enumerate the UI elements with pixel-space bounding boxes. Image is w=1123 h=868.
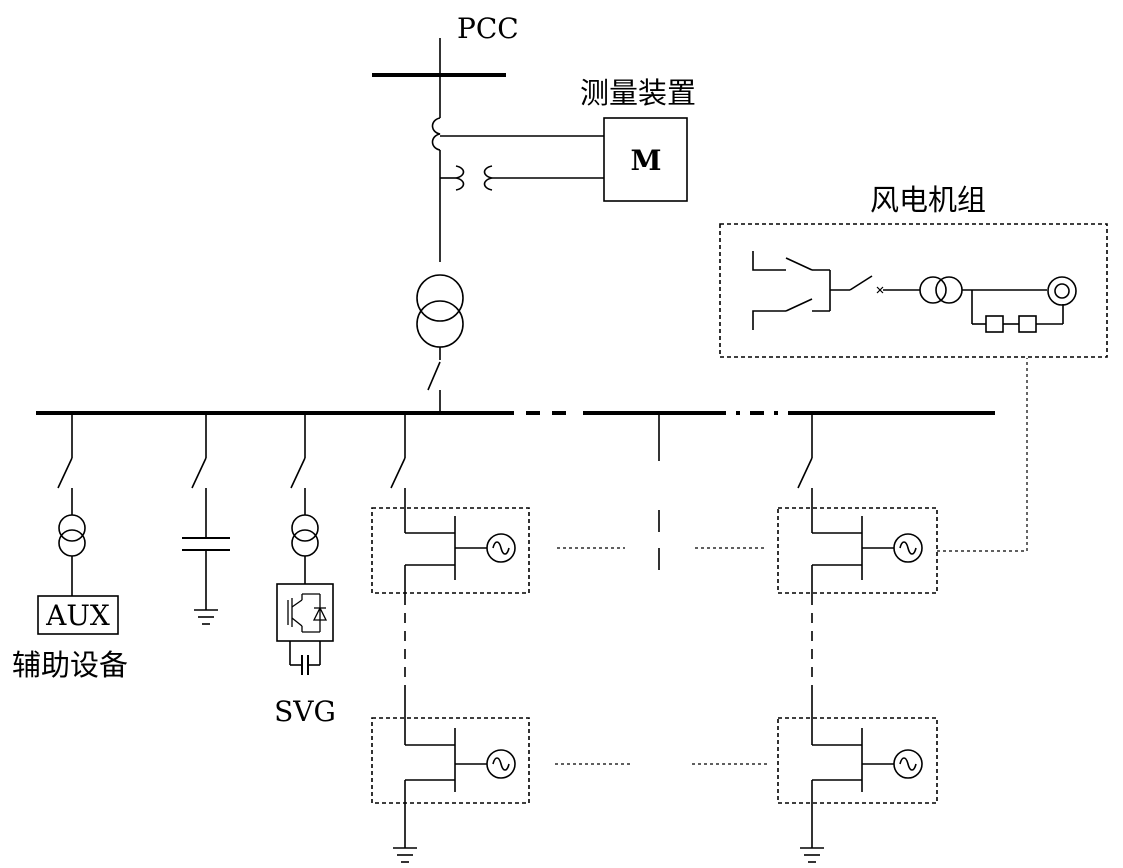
aux-equipment-label: 辅助设备 [12, 648, 128, 682]
measuring-device-label: 测量装置 [580, 76, 696, 110]
feeder-1 [371, 413, 632, 863]
collector-bus [36, 411, 995, 575]
turbine-unit-1a [371, 507, 530, 595]
unit-transformer-icon [919, 276, 963, 304]
main-switch-icon [427, 361, 441, 413]
breaker-icon [849, 275, 920, 294]
capacitor-feeder [182, 413, 230, 625]
pcc-section: PCC M 测量装置 [372, 12, 696, 262]
dc-capacitor-icon [289, 641, 321, 675]
turbine-unit-na [777, 507, 938, 595]
wind-turbine-unit-label: 风电机组 [870, 183, 986, 217]
generator-icon [893, 533, 923, 563]
ground-icon [393, 847, 417, 863]
generator-icon [893, 749, 923, 779]
svg-transformer-icon [291, 514, 319, 557]
aux-box [37, 595, 119, 635]
igbt-icon [287, 593, 328, 633]
aux-feeder: AUX 辅助设备 [12, 413, 128, 682]
blade-switch-icon [752, 251, 850, 330]
svg-label: SVG [274, 695, 336, 728]
svg-converter-box [276, 583, 334, 642]
generator-icon [486, 533, 516, 563]
pcc-label: PCC [457, 12, 519, 45]
aux-box-label: AUX [45, 599, 110, 632]
measuring-device-box [603, 117, 688, 202]
converter-block-icon [985, 315, 1004, 333]
turbine-unit-1b [371, 717, 530, 848]
detail-leader-line [937, 358, 1028, 552]
svg-feeder: SVG [274, 413, 336, 728]
aux-transformer-icon [58, 514, 86, 557]
meter-symbol-label: M [631, 144, 662, 177]
wind-turbine-detail: 风电机组 [719, 183, 1108, 358]
ground-icon [194, 609, 218, 625]
main-transformer [416, 274, 464, 360]
turbine-unit-nb [777, 717, 938, 848]
capacitor-icon [182, 537, 230, 551]
current-transformer-icon [431, 117, 441, 151]
converter-block-icon [1018, 315, 1037, 333]
generator-icon [486, 749, 516, 779]
ground-icon [800, 847, 824, 863]
feeder-n [692, 358, 1028, 863]
doubly-fed-generator-icon [1047, 276, 1077, 306]
potential-transformer-icon [440, 165, 604, 191]
